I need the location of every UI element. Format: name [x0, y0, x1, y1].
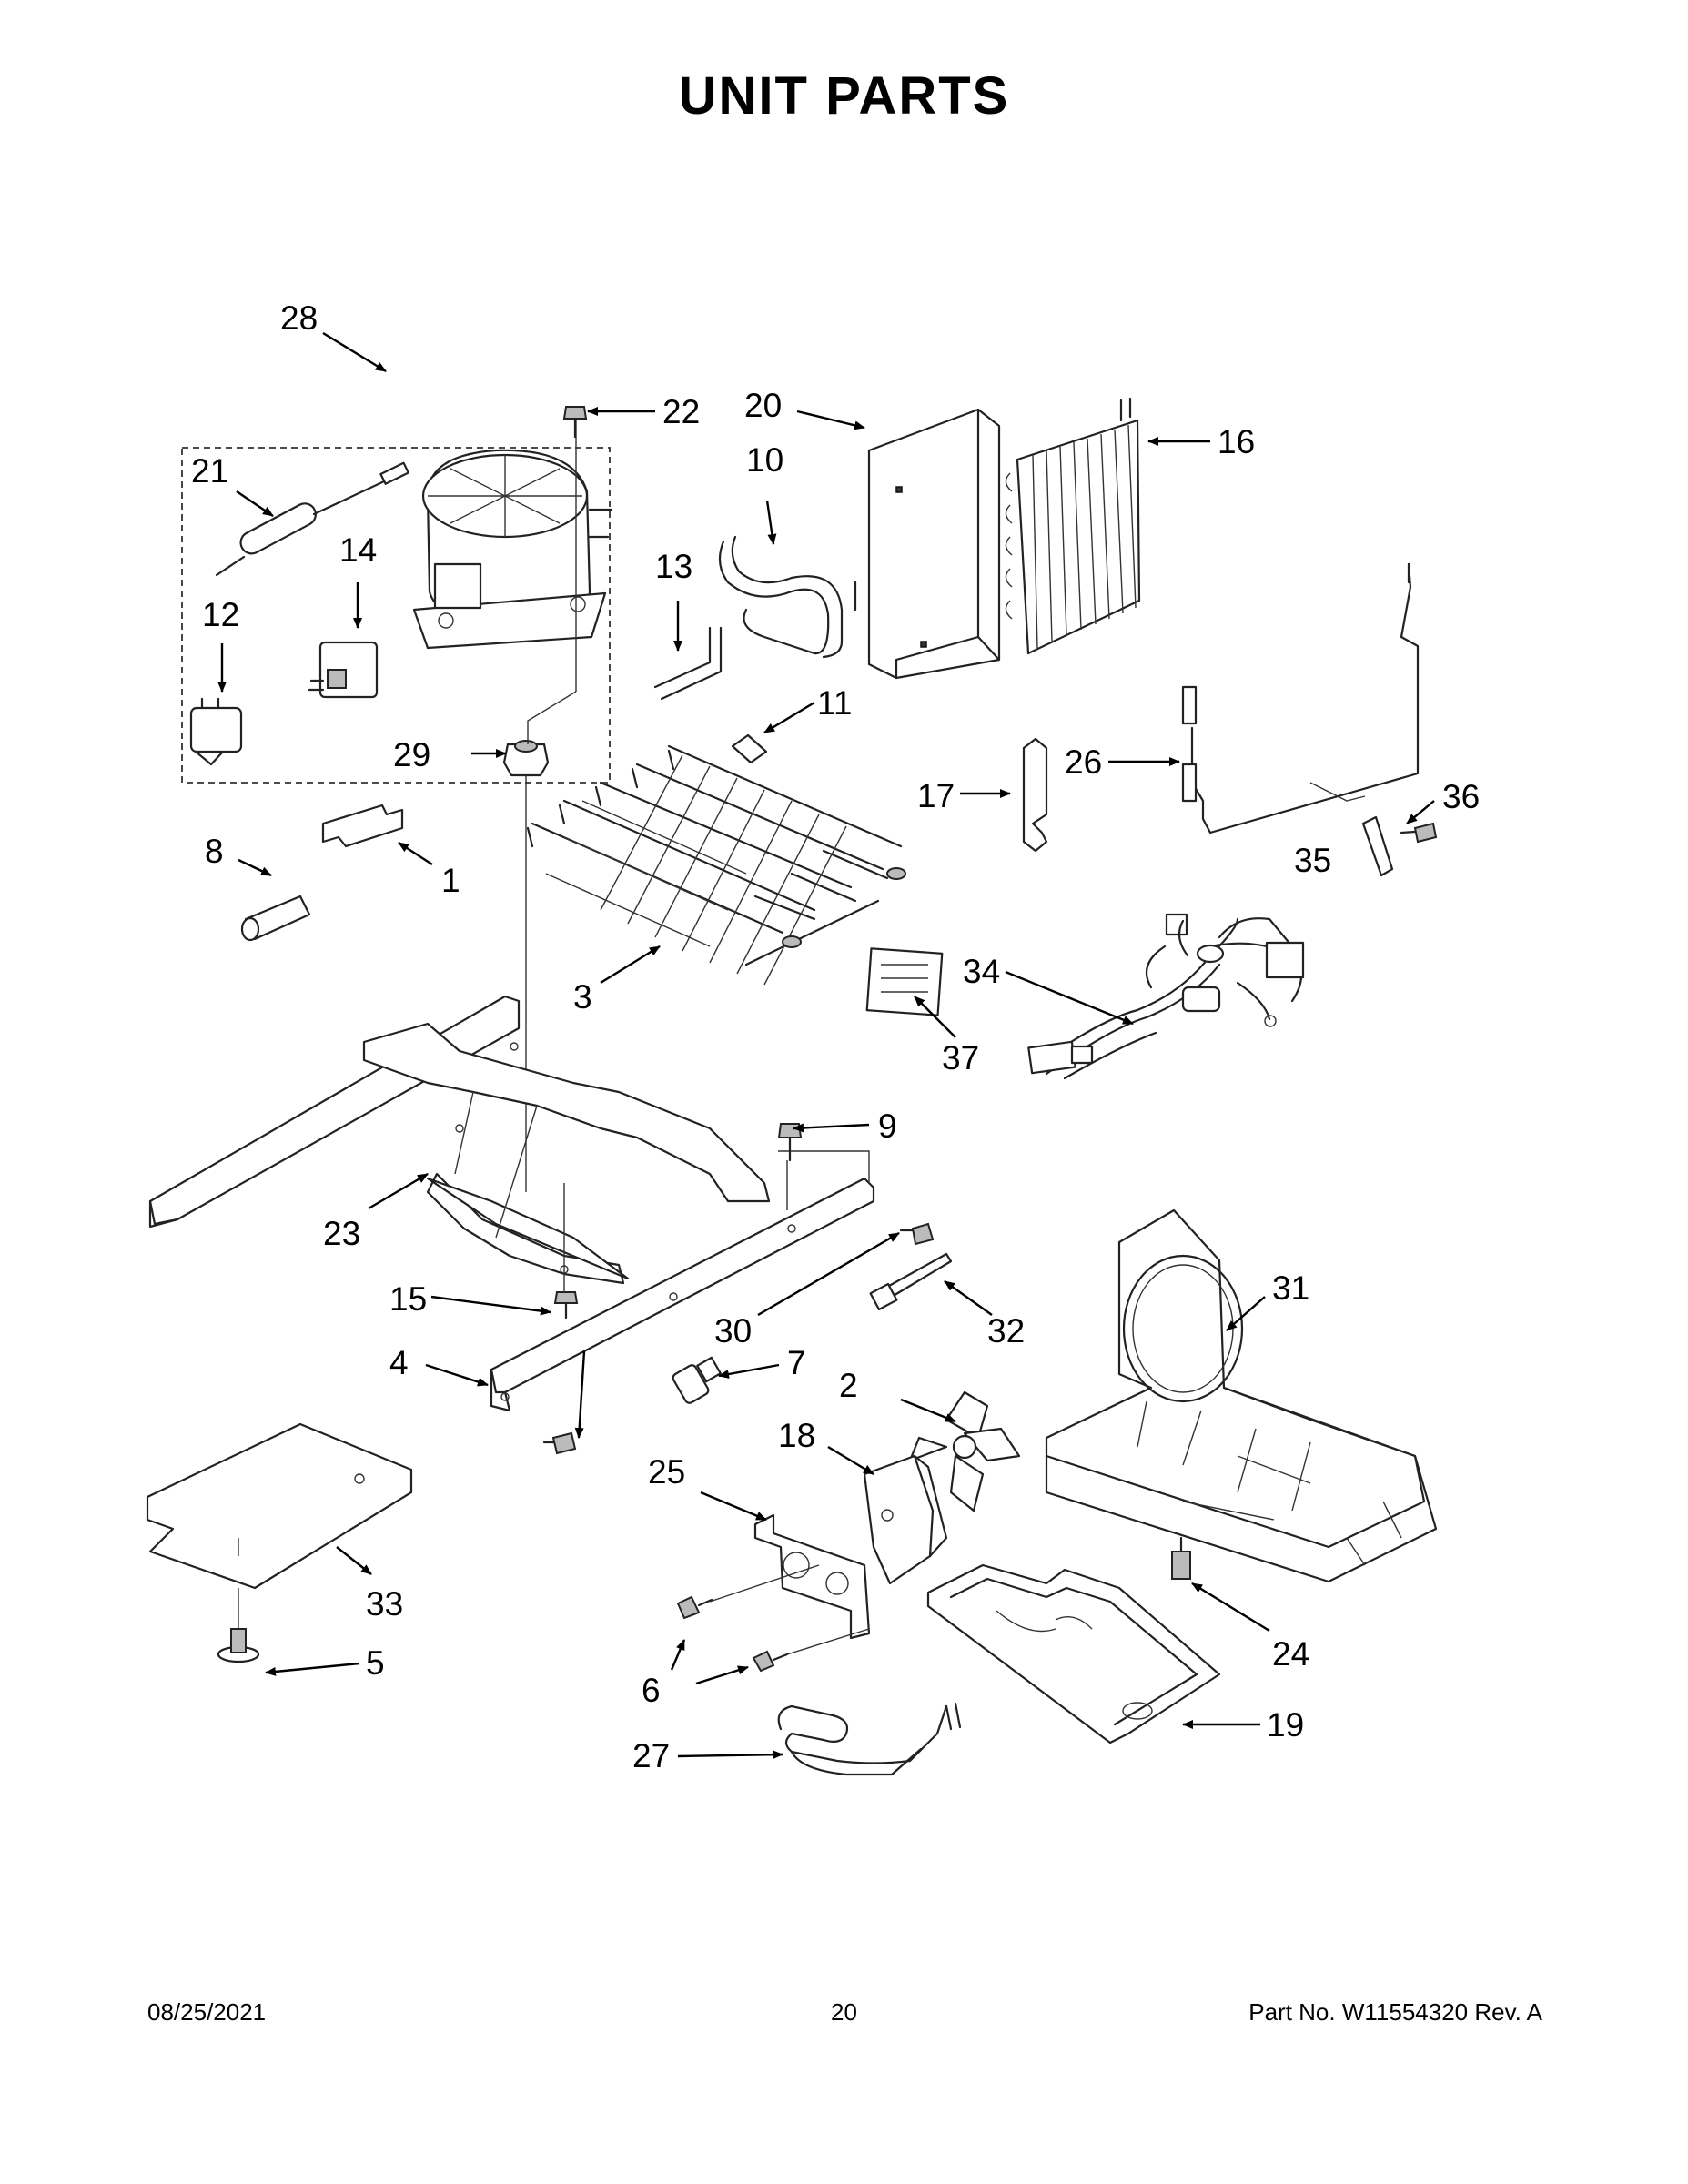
control-board — [865, 947, 944, 1016]
callout-36: 36 — [1442, 778, 1480, 815]
callout-7: 7 — [787, 1344, 806, 1381]
callout-6a: 6 — [642, 1672, 661, 1709]
footer-date: 08/25/2021 — [147, 1998, 267, 2026]
screw-bracket-2 — [752, 1650, 789, 1673]
thermistor — [1181, 562, 1420, 834]
cable-tie — [869, 1252, 953, 1311]
callout-30a: 30 — [714, 1312, 752, 1350]
mounting-screw-top — [562, 406, 588, 439]
callout-8: 8 — [205, 833, 224, 870]
callout-18: 18 — [778, 1417, 815, 1454]
callout-28: 28 — [280, 299, 318, 337]
callout-23: 23 — [323, 1215, 360, 1252]
callout-37: 37 — [942, 1039, 979, 1077]
callout-14: 14 — [339, 531, 377, 569]
callout-12: 12 — [202, 596, 239, 633]
base-cover — [146, 1422, 413, 1590]
thermistor-clip — [1309, 782, 1394, 877]
callout-26: 26 — [1065, 743, 1102, 781]
evaporator-coil — [526, 744, 906, 986]
compressor — [412, 449, 613, 650]
fan-motor-bracket — [753, 1513, 871, 1640]
screw-base — [1171, 1536, 1191, 1580]
callout-2: 2 — [839, 1367, 858, 1404]
callout-19: 19 — [1267, 1706, 1304, 1744]
screw-thermistor — [1400, 822, 1438, 844]
callout-11: 11 — [817, 684, 852, 722]
drain-pan — [926, 1563, 1221, 1744]
callout-27: 27 — [632, 1737, 670, 1774]
callout-numbers: 1 2 3 4 5 6 6 7 8 9 10 11 12 13 14 15 16… — [191, 299, 1480, 1774]
callout-21: 21 — [191, 452, 228, 490]
leader-lines — [217, 331, 1435, 1760]
fan-motor — [863, 1454, 948, 1585]
callout-20: 20 — [744, 387, 782, 424]
callout-22: 22 — [662, 393, 700, 430]
wire-harness — [1027, 913, 1305, 1080]
suction-tube — [718, 535, 857, 659]
callout-6b: 6 — [642, 1672, 661, 1709]
callout-5: 5 — [366, 1644, 385, 1682]
callout-29: 29 — [393, 736, 430, 774]
front-rail — [490, 1177, 875, 1412]
base-frame — [148, 995, 771, 1285]
callout-33: 33 — [366, 1585, 403, 1623]
screw-frame-center — [777, 1123, 803, 1162]
condenser-shroud — [867, 408, 1001, 680]
callout-34: 34 — [963, 953, 1000, 990]
callout-35: 35 — [1294, 842, 1331, 879]
machine-compartment-base — [1045, 1208, 1438, 1583]
callout-10: 10 — [746, 441, 783, 479]
page-title: UNIT PARTS — [678, 66, 1010, 126]
callout-9: 9 — [878, 1107, 897, 1145]
drain-tube — [653, 626, 723, 701]
compressor-grommet — [502, 740, 550, 777]
callout-17: 17 — [917, 777, 955, 814]
callout-3: 3 — [573, 978, 592, 1016]
callout-30b: 30 — [714, 1312, 752, 1350]
callout-4: 4 — [389, 1344, 409, 1381]
callout-32: 32 — [987, 1312, 1025, 1350]
callout-25: 25 — [648, 1453, 685, 1491]
footer-page-number: 20 — [831, 1998, 857, 2026]
foil-tape — [321, 804, 404, 848]
callout-24: 24 — [1272, 1635, 1309, 1673]
callout-15: 15 — [389, 1280, 427, 1318]
leveling-leg — [217, 1628, 260, 1663]
drier — [215, 461, 409, 577]
water-valve-fitting — [672, 1356, 722, 1404]
fan-blade — [908, 1390, 1021, 1512]
overload-relay — [308, 641, 379, 699]
screw-bracket-1 — [676, 1595, 713, 1620]
callout-1: 1 — [441, 862, 460, 899]
screw-rail-left — [542, 1431, 577, 1455]
callout-13: 13 — [655, 548, 692, 585]
evaporator-clip — [731, 733, 768, 764]
tube-insulation — [240, 895, 311, 942]
condenser-loop-tube — [777, 1702, 962, 1776]
screw-frame-left — [553, 1291, 579, 1320]
evaporator-support — [1022, 737, 1048, 853]
callout-31: 31 — [1272, 1269, 1309, 1307]
footer-part-number: Part No. W11554320 Rev. A — [1248, 1998, 1542, 2026]
callout-16: 16 — [1218, 423, 1255, 460]
start-relay — [189, 697, 243, 766]
condenser-coil — [1005, 397, 1141, 655]
screw-rail-right — [899, 1222, 935, 1246]
compressor-group-boundary — [181, 447, 611, 784]
